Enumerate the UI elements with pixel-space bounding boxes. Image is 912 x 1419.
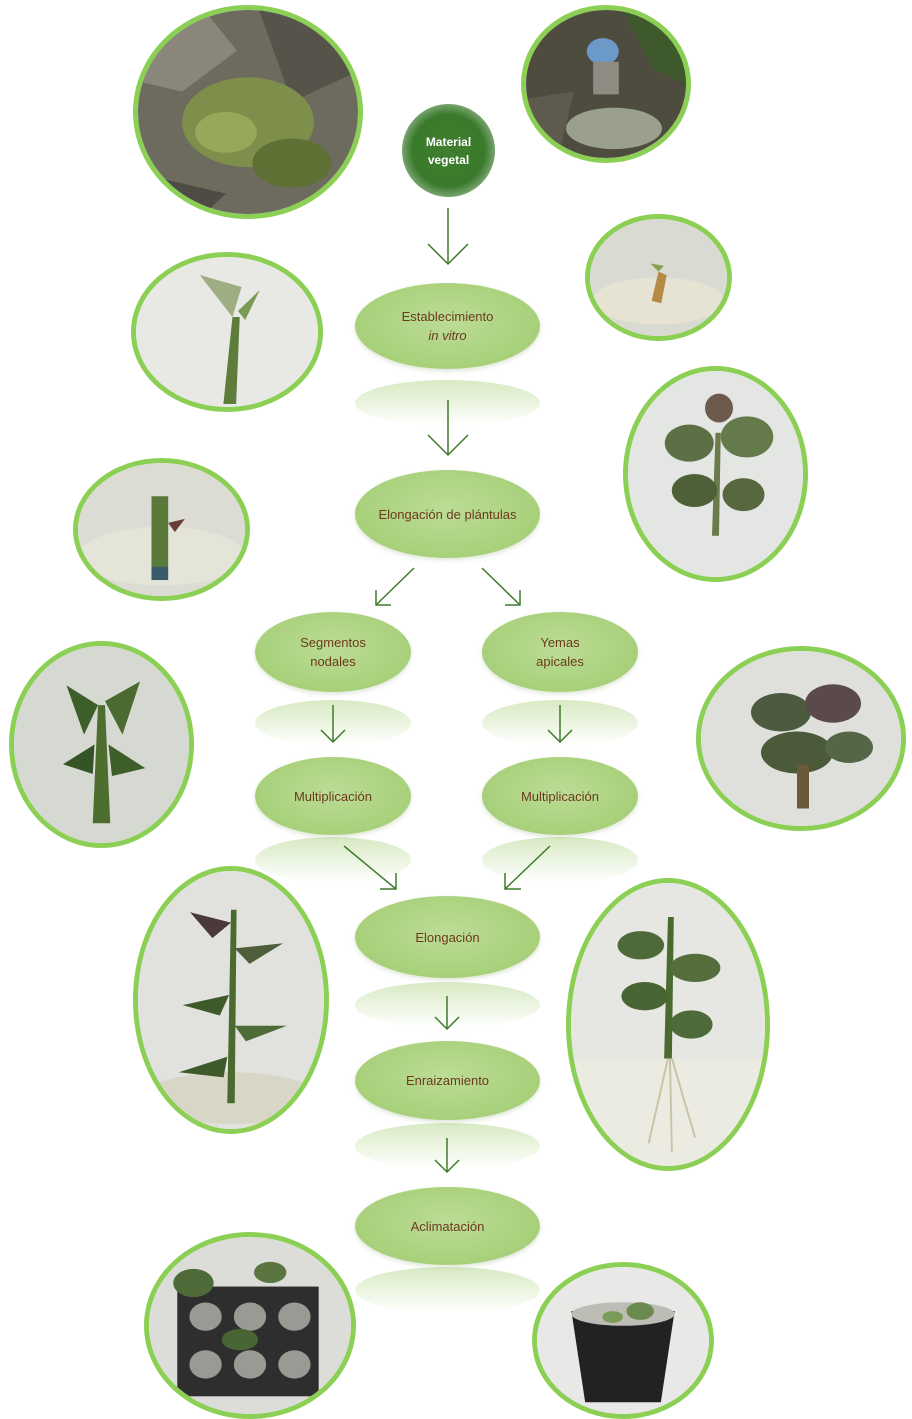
reflection-aclimatacion: [355, 1267, 540, 1313]
photo-shoot-cluster-left: [9, 641, 194, 848]
photo-cliff-plant: [133, 5, 363, 219]
multiplicacion-left-label: Multiplicación: [294, 787, 372, 806]
aclimatacion-label: Aclimatación: [411, 1217, 485, 1236]
reflection-multiplicacion-right: [482, 837, 638, 883]
reflection-establecimiento: [355, 380, 540, 426]
photo-rooted-plant-tube: [566, 878, 770, 1171]
photo-potted-plant: [532, 1262, 714, 1419]
photo-shoot-cluster-right: [696, 646, 906, 831]
node-multiplicacion-right: Multiplicación: [482, 757, 638, 835]
segmentos-line1: Segmentos: [300, 633, 366, 652]
arrow-to-yemas: [482, 568, 520, 605]
photo-stem-in-dish: [73, 458, 250, 601]
arrow-root-to-establecimiento: [428, 208, 468, 264]
photo-acclimation-tray: [144, 1232, 356, 1419]
node-establecimiento: Establecimiento in vitro: [355, 283, 540, 369]
elongacion-plantulas-label: Elongación de plántulas: [378, 505, 516, 524]
photo-explant-in-tube: [585, 214, 732, 341]
root-line1: Material: [426, 133, 471, 151]
node-aclimatacion: Aclimatación: [355, 1187, 540, 1265]
node-yemas-apicales: Yemas apicales: [482, 612, 638, 692]
segmentos-line2: nodales: [300, 652, 366, 671]
enraizamiento-label: Enraizamiento: [406, 1071, 489, 1090]
photo-cutting-stem: [131, 252, 323, 412]
root-line2: vegetal: [426, 151, 471, 169]
node-segmentos-nodales: Segmentos nodales: [255, 612, 411, 692]
multiplicacion-right-label: Multiplicación: [521, 787, 599, 806]
reflection-enraizamiento: [355, 1123, 540, 1169]
photo-elongated-plant: [133, 866, 329, 1134]
elongacion-label: Elongación: [415, 928, 479, 947]
material-vegetal-node: Material vegetal: [402, 104, 495, 197]
reflection-segmentos: [255, 700, 411, 746]
reflection-multiplicacion-left: [255, 837, 411, 883]
node-elongacion: Elongación: [355, 896, 540, 978]
node-multiplicacion-left: Multiplicación: [255, 757, 411, 835]
reflection-elongacion: [355, 982, 540, 1028]
yemas-line1: Yemas: [536, 633, 584, 652]
arrow-to-segmentos: [376, 568, 414, 605]
node-elongacion-plantulas: Elongación de plántulas: [355, 470, 540, 558]
node-enraizamiento: Enraizamiento: [355, 1041, 540, 1120]
establecimiento-line1: Establecimiento: [402, 307, 494, 326]
reflection-yemas: [482, 700, 638, 746]
photo-plantlet-in-jar: [623, 366, 808, 582]
establecimiento-line2: in vitro: [402, 326, 494, 345]
yemas-line2: apicales: [536, 652, 584, 671]
photo-collector-on-cliff: [521, 5, 691, 163]
